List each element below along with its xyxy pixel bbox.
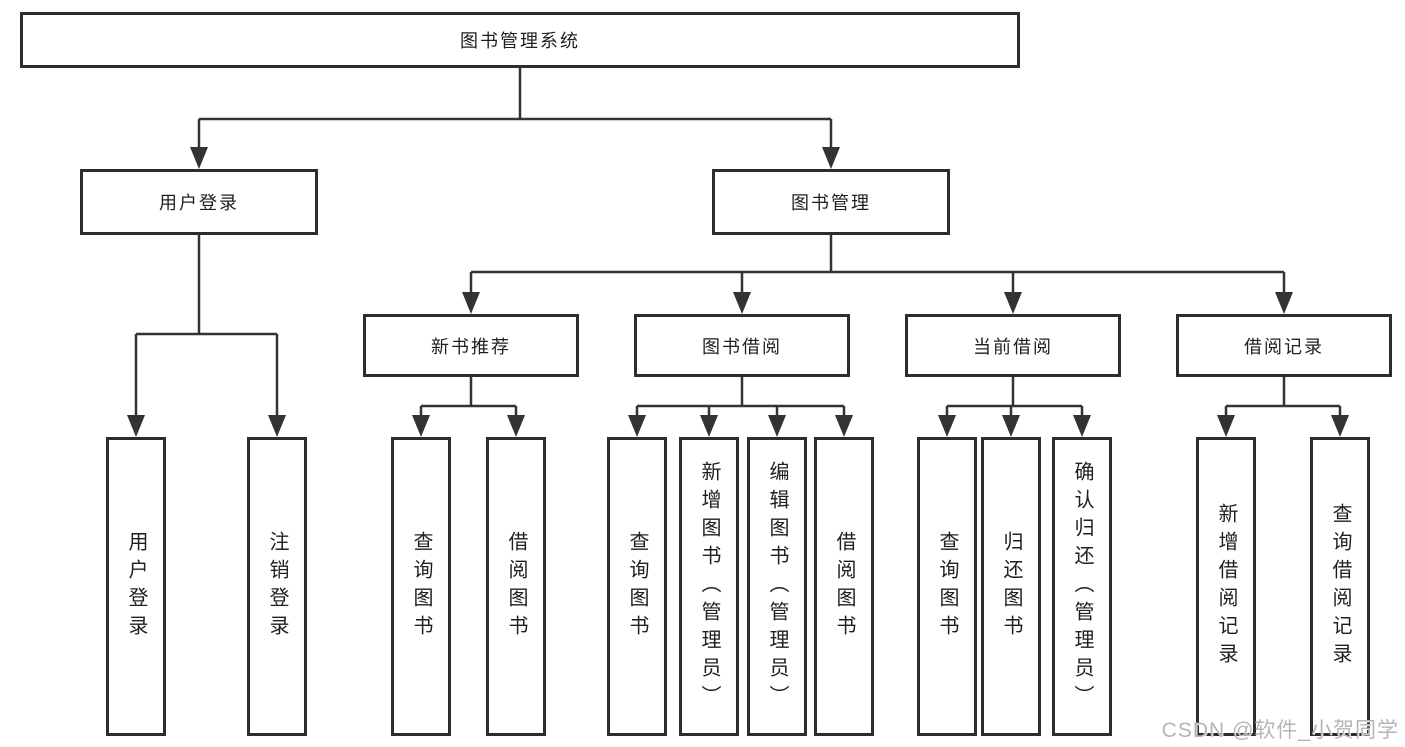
leaf-borrow-books-2-label: 借阅图书 bbox=[833, 530, 855, 643]
leaf-edit-books-admin: 编辑图书（管理员） bbox=[747, 437, 807, 736]
leaf-edit-books-admin-label: 编辑图书（管理员） bbox=[766, 460, 788, 713]
node-book-management: 图书管理 bbox=[712, 169, 950, 235]
node-root-label: 图书管理系统 bbox=[460, 31, 580, 51]
leaf-add-borrow-record-label: 新增借阅记录 bbox=[1215, 502, 1237, 671]
node-user-login: 用户登录 bbox=[80, 169, 318, 235]
leaf-add-books-admin-label: 新增图书（管理员） bbox=[698, 460, 720, 713]
node-root: 图书管理系统 bbox=[20, 12, 1020, 68]
node-book-management-label: 图书管理 bbox=[791, 193, 871, 213]
leaf-confirm-return-admin: 确认归还（管理员） bbox=[1052, 437, 1112, 736]
node-current-borrow-label: 当前借阅 bbox=[973, 336, 1053, 357]
node-new-book-recommend: 新书推荐 bbox=[363, 314, 579, 377]
leaf-add-books-admin: 新增图书（管理员） bbox=[679, 437, 739, 736]
leaf-borrow-books-1-label: 借阅图书 bbox=[505, 530, 527, 643]
leaf-query-books-3: 查询图书 bbox=[917, 437, 977, 736]
leaf-query-borrow-record: 查询借阅记录 bbox=[1310, 437, 1370, 736]
leaf-user-login-label: 用户登录 bbox=[125, 530, 147, 643]
leaf-query-books-2: 查询图书 bbox=[607, 437, 667, 736]
leaf-query-books-2-label: 查询图书 bbox=[626, 530, 648, 643]
leaf-borrow-books-1: 借阅图书 bbox=[486, 437, 546, 736]
leaf-user-login: 用户登录 bbox=[106, 437, 166, 736]
node-current-borrow: 当前借阅 bbox=[905, 314, 1121, 377]
leaf-query-books-1-label: 查询图书 bbox=[410, 530, 432, 643]
leaf-add-borrow-record: 新增借阅记录 bbox=[1196, 437, 1256, 736]
leaf-query-books-3-label: 查询图书 bbox=[936, 530, 958, 643]
leaf-query-books-1: 查询图书 bbox=[391, 437, 451, 736]
node-borrow-records-label: 借阅记录 bbox=[1244, 336, 1324, 357]
leaf-return-books-label: 归还图书 bbox=[1000, 530, 1022, 643]
node-book-borrow-label: 图书借阅 bbox=[702, 336, 782, 357]
csdn-watermark: CSDN @软件_小贺同学 bbox=[1161, 719, 1399, 742]
node-user-login-label: 用户登录 bbox=[159, 193, 239, 213]
leaf-return-books: 归还图书 bbox=[981, 437, 1041, 736]
node-borrow-records: 借阅记录 bbox=[1176, 314, 1392, 377]
leaf-logout: 注销登录 bbox=[247, 437, 307, 736]
leaf-query-borrow-record-label: 查询借阅记录 bbox=[1329, 502, 1351, 671]
leaf-borrow-books-2: 借阅图书 bbox=[814, 437, 874, 736]
node-book-borrow: 图书借阅 bbox=[634, 314, 850, 377]
node-new-book-recommend-label: 新书推荐 bbox=[431, 336, 511, 357]
leaf-logout-label: 注销登录 bbox=[266, 530, 288, 643]
leaf-confirm-return-admin-label: 确认归还（管理员） bbox=[1071, 460, 1093, 713]
